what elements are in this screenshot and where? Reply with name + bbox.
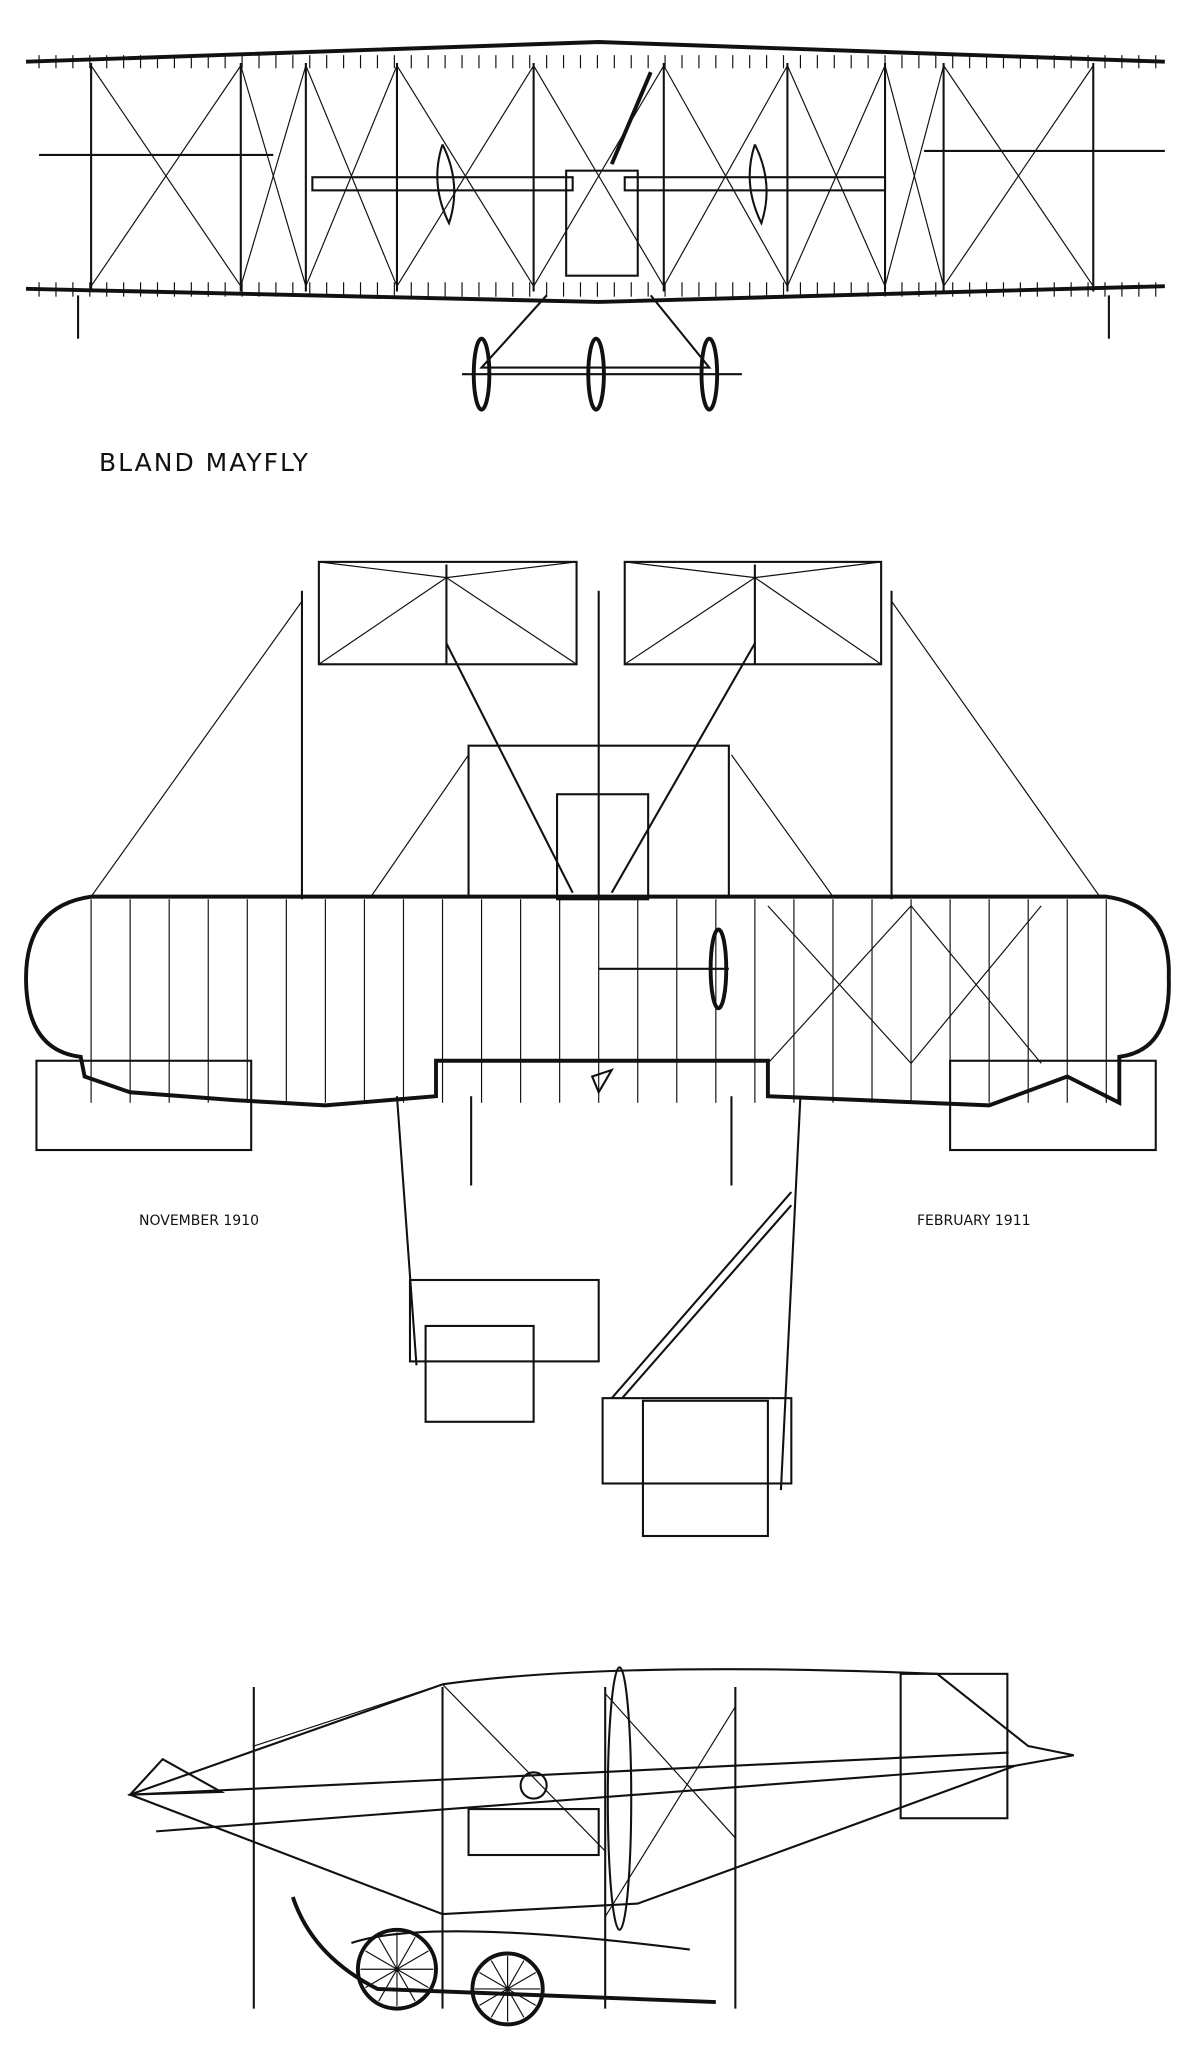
undercarriage [479, 294, 712, 369]
skid [590, 1068, 615, 1095]
boom [445, 642, 574, 894]
fuselage-frame [127, 1668, 1074, 1916]
wire [442, 1683, 606, 1852]
wheel [355, 1927, 438, 2011]
spoke [507, 1960, 525, 1990]
spoke [507, 1988, 525, 2018]
tail-boom [779, 1096, 802, 1491]
upper-wing [25, 40, 1165, 64]
wire [754, 561, 882, 579]
propeller [606, 1666, 633, 1931]
lower-wing-tip-left [35, 1059, 253, 1152]
caption-february-1911: FEBRUARY 1911 [917, 1213, 1031, 1229]
bracing-wire [396, 65, 535, 287]
rudder [899, 1672, 1009, 1820]
spoke [490, 1988, 509, 2018]
wire [624, 577, 756, 665]
spoke [479, 1971, 508, 1990]
wire [370, 754, 470, 897]
wheel [586, 336, 606, 412]
spoke [507, 1988, 537, 2006]
skid [351, 1930, 690, 1951]
spoke [365, 1968, 398, 1989]
wire [730, 754, 834, 898]
longeron [156, 1764, 1016, 1833]
longeron [130, 1751, 1009, 1796]
spoke [507, 1971, 537, 1990]
front-elevator [127, 1757, 226, 1796]
wire [253, 1683, 443, 1747]
spoke [378, 1937, 398, 1970]
wire [604, 1706, 736, 1918]
drawing-title: BLAND MAYFLY [99, 448, 310, 477]
caption-november-1910: NOVEMBER 1910 [139, 1213, 260, 1229]
wire [446, 577, 577, 665]
elevator-right [623, 560, 883, 666]
spoke [396, 1950, 429, 1970]
spoke [479, 1988, 508, 2006]
engine-exhaust [609, 71, 653, 165]
spoke [490, 1960, 509, 1990]
rudder-box [424, 1324, 535, 1423]
boom [610, 642, 756, 894]
spoke [396, 1968, 416, 2002]
wire [610, 1191, 793, 1399]
wheel [470, 1951, 545, 2027]
spoke [365, 1950, 398, 1970]
front-view [25, 40, 1165, 412]
bracing-wire [884, 65, 945, 287]
plan-view [24, 560, 1171, 1538]
bracing-wire [786, 65, 886, 287]
engine [467, 1808, 600, 1857]
propeller [708, 927, 729, 1011]
fuel-tank [519, 1771, 548, 1800]
wire [621, 1204, 793, 1399]
propeller [748, 143, 768, 226]
side-view [127, 1666, 1074, 2027]
lower-wing-tip-right [949, 1059, 1157, 1152]
bracing-wire [663, 65, 788, 287]
tail-plane [408, 1278, 600, 1363]
wire [624, 561, 755, 579]
wire [90, 600, 303, 897]
elevator-left [317, 560, 578, 666]
nacelle [565, 169, 639, 277]
wheel [471, 336, 492, 412]
tail-plane [601, 1397, 793, 1485]
wire [754, 577, 882, 665]
wire [318, 577, 447, 665]
elevator [623, 176, 887, 192]
spoke [378, 1968, 398, 2002]
bracing-wire [767, 905, 912, 1064]
upper-wing [24, 894, 1171, 1108]
wire [604, 1693, 736, 1839]
lower-wing [25, 284, 1165, 304]
wheel [699, 336, 720, 412]
bracing-wire [305, 65, 398, 287]
propeller [436, 143, 456, 226]
bracing-wire [943, 65, 1094, 287]
engine-mount [556, 793, 650, 901]
tail-boom [395, 1096, 418, 1366]
bracing-wire [90, 65, 242, 287]
spoke [396, 1937, 416, 1970]
spoke [396, 1968, 429, 1989]
wire [318, 561, 447, 579]
rudder-box [641, 1399, 769, 1538]
bracing-wire [910, 905, 1042, 1064]
elevator [311, 176, 574, 192]
bracing-wire [240, 65, 307, 287]
wire [446, 561, 577, 579]
bracing-wire [533, 65, 665, 287]
wire [891, 600, 1101, 897]
skid [290, 1896, 716, 2005]
